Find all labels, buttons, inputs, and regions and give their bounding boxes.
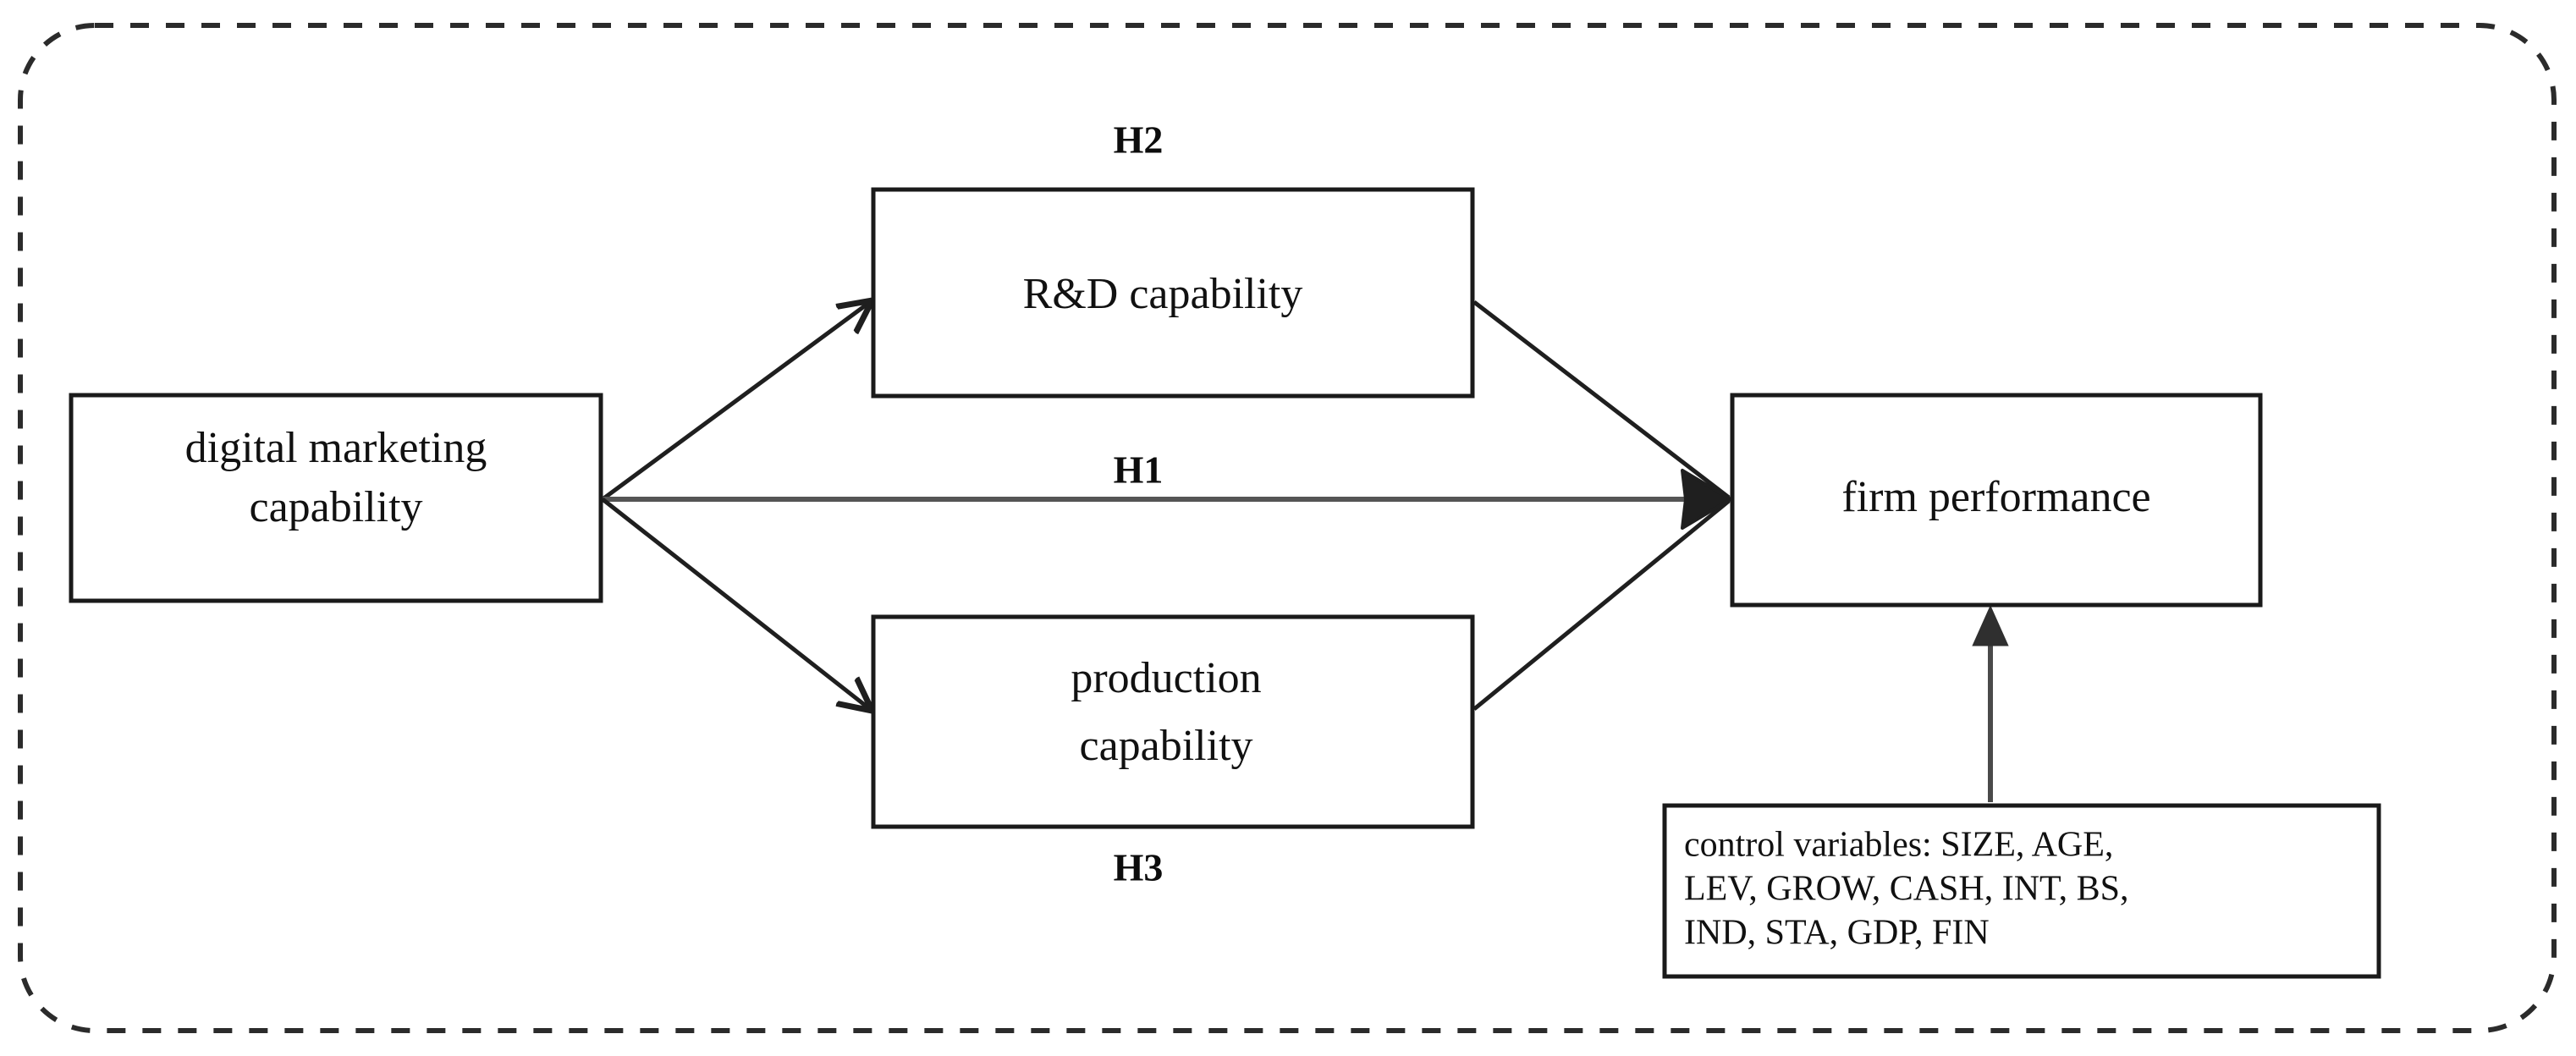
node-production-capability[interactable]: production capability (871, 614, 1475, 829)
node-digital-marketing-capability[interactable]: digital marketing capability (69, 393, 603, 603)
node-production-capability-line1: production (1071, 654, 1261, 702)
node-production-capability-line2: capability (1079, 722, 1252, 770)
node-digital-marketing-capability-line1: digital marketing (185, 424, 487, 472)
arrow-dmc-to-rd (601, 302, 870, 502)
node-firm-performance[interactable]: firm performance (1730, 393, 2263, 608)
node-firm-performance-line1: firm performance (1841, 473, 2150, 521)
hypothesis-label-h2: H2 (1114, 118, 1164, 162)
node-rd-capability[interactable]: R&D capability (871, 187, 1475, 399)
node-digital-marketing-capability-line2: capability (249, 483, 422, 531)
control-variables-line1: control variables: SIZE, AGE, (1684, 826, 2113, 865)
node-firm-performance-rect (1730, 393, 2263, 608)
control-variables-line3: IND, STA, GDP, FIN (1684, 914, 1990, 953)
control-variables-box[interactable]: control variables: SIZE, AGE, LEV, GROW,… (1662, 803, 2381, 979)
arrow-dmc-to-production (601, 498, 870, 709)
arrow-rd-to-performance (1472, 300, 1731, 499)
arrowhead-into-performance (1681, 469, 1732, 530)
node-production-capability-rect (871, 614, 1475, 829)
arrow-production-to-performance (1472, 499, 1731, 711)
hypothesis-label-h1: H1 (1114, 448, 1164, 492)
outer-dashed-boundary (18, 23, 2557, 1033)
control-variables-line2: LEV, GROW, CASH, INT, BS, (1684, 870, 2128, 909)
node-digital-marketing-capability-rect (69, 393, 603, 603)
hypothesis-label-h3: H3 (1114, 846, 1164, 889)
node-rd-capability-rect (871, 187, 1475, 399)
node-rd-capability-line1: R&D capability (1023, 270, 1303, 318)
control-variables-rect (1662, 803, 2381, 979)
